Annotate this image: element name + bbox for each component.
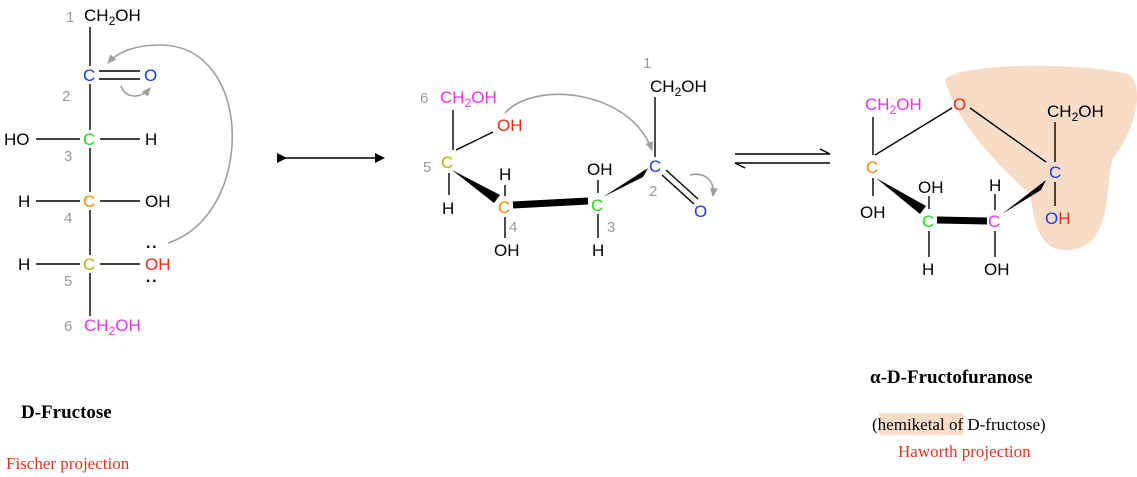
haworth-subtitle: Haworth projection: [898, 442, 1031, 461]
chain-number-3: 3: [607, 219, 615, 236]
fischer-title: D-Fructose: [21, 402, 112, 423]
chain-number-6: 6: [420, 90, 428, 107]
fischer-carbonyl-oxygen: O: [144, 66, 157, 85]
chain-pi-bond-arrow: [689, 173, 718, 197]
haworth-c3-h: H: [989, 176, 1001, 195]
chain-c4-h: H: [499, 165, 511, 184]
fischer-number-4: 4: [64, 210, 72, 227]
haworth-c3-oh: OH: [984, 260, 1010, 279]
haworth-carbon-3: C: [988, 212, 1000, 231]
nucleophilic-attack-arrow: [107, 44, 234, 244]
fischer-number-6: 6: [64, 318, 72, 335]
fischer-c1-group: CH2OH: [84, 6, 141, 28]
haworth-c6-group: CH2OH: [865, 95, 922, 117]
chain-attack-arrow: [504, 93, 653, 151]
chain-carbon-3: C: [591, 196, 603, 215]
chain-c3-h: H: [592, 241, 604, 260]
open-chain-conformation: 6 CH2OH OH 5 C H H C 4 OH OH C 3 H 1 CH2…: [420, 55, 718, 260]
fischer-c4-oh: OH: [145, 192, 171, 211]
fischer-c6-group: CH2OH: [84, 316, 141, 338]
chain-number-2: 2: [649, 183, 657, 200]
hemiketal-text-highlight: [879, 413, 963, 435]
chain-c1-group: CH2OH: [650, 77, 707, 99]
chain-carbon-5: C: [441, 153, 453, 172]
lone-pair-bottom: :: [143, 278, 162, 284]
haworth-c1-group: CH2OH: [1047, 102, 1104, 124]
fischer-carbon-4: C: [83, 192, 95, 211]
fischer-c3-ho: HO: [4, 130, 30, 149]
lone-pair-top: :: [143, 244, 162, 250]
haworth-caption: (hemiketal of D-fructose): [872, 415, 1046, 434]
chain-c5-oh: OH: [497, 116, 523, 135]
haworth-carbon-5: C: [866, 158, 878, 177]
chain-carbon-4: C: [498, 198, 510, 217]
fischer-subtitle: Fischer projection: [6, 454, 130, 473]
chain-c5-h: H: [442, 199, 454, 218]
fischer-c5-h: H: [18, 255, 30, 274]
haworth-c4-oh: OH: [918, 178, 944, 197]
fischer-number-3: 3: [64, 148, 72, 165]
haworth-carbon-2: C: [1049, 163, 1061, 182]
haworth-c4-h: H: [922, 260, 934, 279]
pi-bond-arrow: [120, 85, 151, 97]
chain-c3-oh: OH: [587, 160, 613, 179]
equilibrium-arrows: [734, 148, 831, 169]
fischer-carbon-3: C: [83, 130, 95, 149]
fischer-number-5: 5: [64, 273, 72, 290]
chain-number-4: 4: [509, 219, 517, 236]
haworth-projection: CH2OH O CH2OH C OH OH C H H C OH C OH: [860, 65, 1137, 279]
haworth-title: α-D-Fructofuranose: [870, 367, 1033, 388]
chain-c6-group: CH2OH: [440, 88, 497, 110]
chain-number-1: 1: [643, 55, 651, 72]
fischer-c3-h: H: [145, 130, 157, 149]
haworth-c5-oh: OH: [860, 203, 886, 222]
fischer-c5-oh: OH: [145, 255, 171, 274]
chain-carbon-2: C: [649, 157, 661, 176]
fischer-number-2: 2: [62, 88, 70, 105]
haworth-anomeric-oh: OH: [1045, 209, 1071, 228]
fischer-carbon-2: C: [83, 66, 95, 85]
fischer-number-1: 1: [66, 9, 74, 26]
haworth-ring-oxygen: O: [953, 95, 966, 114]
chain-carbonyl-oxygen: O: [694, 202, 707, 221]
haworth-carbon-4: C: [922, 212, 934, 231]
fischer-c4-h: H: [18, 192, 30, 211]
chain-c4-oh: OH: [494, 241, 520, 260]
fischer-projection: 1 CH2OH C O 2 HO C H 3 H C OH 4 H C OH :…: [4, 6, 234, 338]
chain-number-5: 5: [423, 159, 431, 176]
fischer-carbon-5: C: [83, 255, 95, 274]
